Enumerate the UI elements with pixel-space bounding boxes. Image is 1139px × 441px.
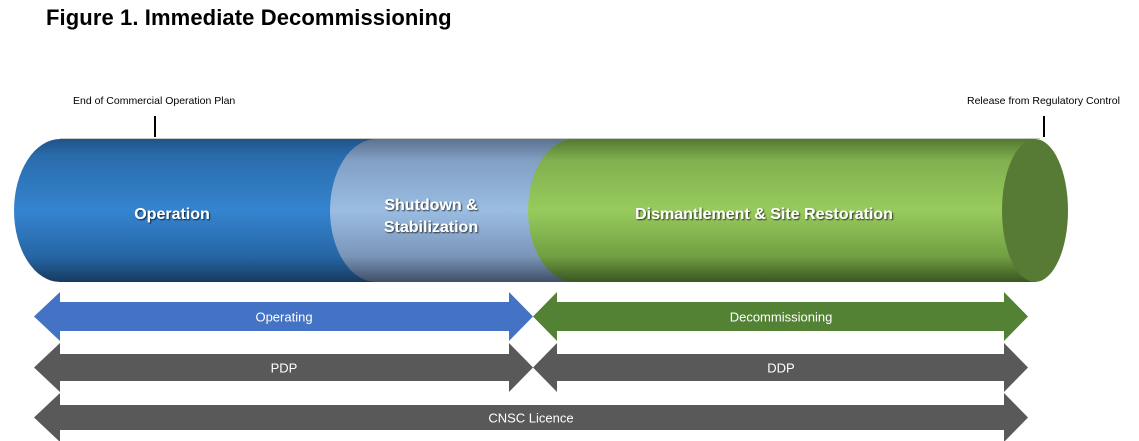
phase-label-shutdown-line1: Shutdown &: [384, 197, 478, 214]
milestone-tick-release: [1043, 116, 1045, 137]
milestone-release-from-regulatory-control: Release from Regulatory Control: [967, 95, 1120, 107]
arrow-label-ddp: DDP: [767, 361, 794, 376]
cylinder-segment-dismantlement: [528, 139, 1036, 282]
arrow-pdp: [34, 343, 533, 392]
milestone-end-of-commercial-operation: End of Commercial Operation Plan: [73, 95, 236, 107]
cylinder-end-cap: [1002, 139, 1068, 282]
arrow-label-decommissioning: Decommissioning: [730, 310, 833, 325]
arrow-label-pdp: PDP: [271, 361, 298, 376]
phase-label-shutdown-line2: Stabilization: [384, 219, 478, 236]
milestone-tick-end-of-operation: [154, 116, 156, 137]
phase-label-operation: Operation: [134, 206, 210, 223]
arrow-ddp: [533, 343, 1028, 392]
arrow-label-cnsc-licence: CNSC Licence: [488, 411, 573, 426]
arrow-cnsc-licence: [34, 393, 1028, 441]
arrow-decommissioning: [533, 292, 1028, 341]
cylinder-segment-operation: [14, 139, 381, 282]
arrow-label-operating: Operating: [255, 310, 312, 325]
phase-label-dismantlement: Dismantlement & Site Restoration: [635, 206, 893, 223]
arrow-operating: [34, 292, 533, 341]
cylinder-segment-shutdown: [330, 139, 580, 282]
figure-title: Figure 1. Immediate Decommissioning: [46, 5, 452, 30]
